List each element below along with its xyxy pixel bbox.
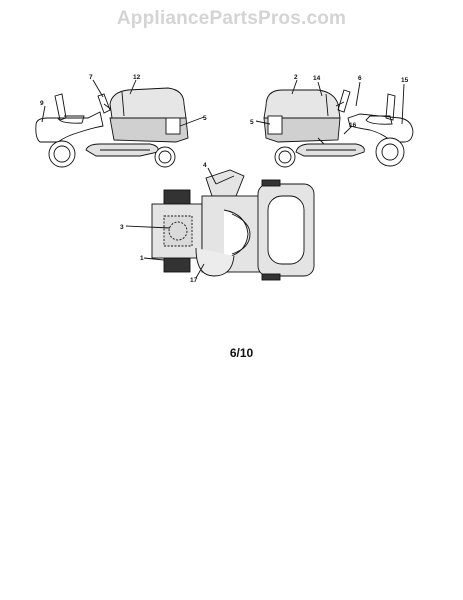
callout-right-14: 14 (313, 75, 321, 82)
callout-left-5: 5 (203, 115, 207, 122)
left-rear-wheel (48, 140, 76, 168)
callout-right-6: 6 (358, 75, 362, 82)
left-rear-fender (35, 111, 104, 143)
left-front-wheel (154, 146, 176, 168)
callout-left-7: 7 (89, 74, 93, 81)
left-hood-decal (165, 117, 181, 135)
top-front-wheel-upper (261, 179, 281, 187)
top-rear-wheel-lower (163, 257, 191, 273)
callout-top-1: 1 (140, 255, 144, 262)
page-number: 6/10 (229, 346, 254, 360)
right-rear-fender (347, 113, 414, 143)
callout-right-2: 2 (294, 74, 298, 81)
top-view-tractor (125, 167, 315, 281)
right-rear-wheel (375, 137, 405, 167)
callout-labels: 7 12 9 5 2 14 6 15 5 16 4 3 1 17 (40, 74, 409, 284)
top-steering (205, 169, 245, 197)
right-steering-wheel (337, 89, 351, 113)
right-front-wheel (274, 146, 296, 168)
callout-right-15: 15 (401, 77, 409, 84)
callout-left-9: 9 (40, 100, 44, 107)
callout-right-5: 5 (250, 119, 254, 126)
callout-top-17: 17 (190, 277, 198, 284)
right-hood-decal (267, 115, 283, 135)
top-rear-wheel-upper (163, 189, 191, 205)
callout-left-12: 12 (133, 74, 141, 81)
top-deck (195, 247, 235, 277)
left-hood (109, 87, 187, 119)
callout-right-16: 16 (349, 122, 357, 129)
watermark: AppliancePartsPros.com (116, 8, 347, 29)
right-seat (385, 93, 396, 121)
top-front-wheel-lower (261, 273, 281, 281)
callout-top-3: 3 (120, 224, 124, 231)
left-steering-wheel (97, 93, 111, 114)
right-hood (263, 89, 341, 119)
right-tractor (255, 79, 414, 168)
top-fuel-decal (163, 215, 193, 247)
callout-top-4: 4 (203, 162, 207, 169)
left-tractor (35, 79, 205, 168)
